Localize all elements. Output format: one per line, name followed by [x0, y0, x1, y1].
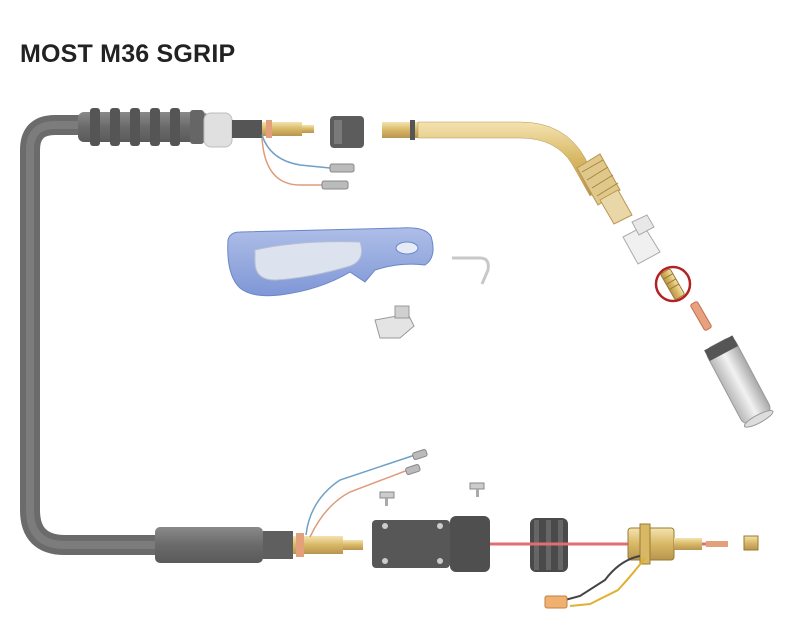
tip-adapter[interactable] — [654, 265, 692, 303]
upper-cable-sleeve — [78, 108, 314, 148]
cable-assembly — [20, 108, 363, 563]
swan-neck-insulator — [576, 153, 621, 206]
handle — [227, 227, 434, 297]
nozzle-insulator — [622, 214, 661, 265]
gas-nozzle — [704, 335, 774, 428]
euro-adapter — [490, 523, 759, 609]
contact-tip — [690, 301, 712, 331]
central-connector — [372, 516, 490, 572]
swan-neck — [382, 120, 633, 225]
control-wires — [305, 449, 485, 538]
handle-rear-nut — [330, 116, 364, 148]
trigger-spring — [452, 256, 490, 285]
highlight-ring — [654, 265, 692, 303]
lower-cable-sleeve — [155, 527, 363, 563]
trigger — [374, 305, 415, 339]
trigger-switch-contacts — [261, 134, 355, 190]
page-title: MOST M36 SGRIP — [20, 40, 236, 68]
